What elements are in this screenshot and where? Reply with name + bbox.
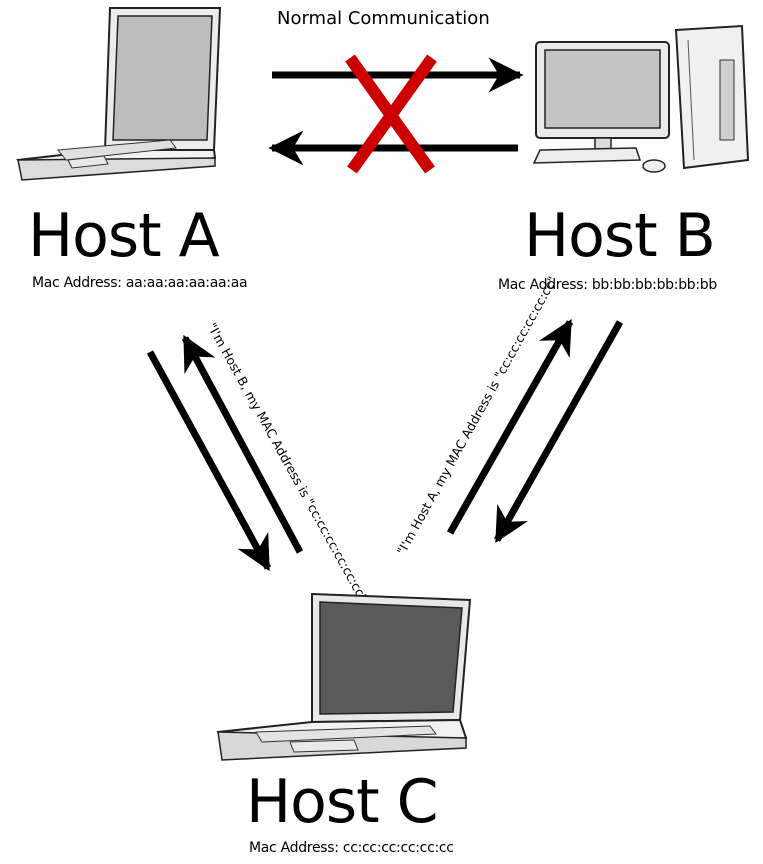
arrow-a-to-c: [146, 350, 272, 572]
arrow-c-to-a: [181, 334, 304, 554]
host-b-name: Host B: [524, 201, 716, 271]
blocked-cross-icon: [345, 54, 437, 174]
arrow-b-to-c: [493, 320, 624, 544]
host-c-mac-address: Mac Address: cc:cc:cc:cc:cc:cc: [249, 840, 454, 856]
arrow-c-to-b: [446, 318, 574, 535]
normal-communication-label: Normal Communication: [277, 8, 490, 29]
host-b-mac-address: Mac Address: bb:bb:bb:bb:bb:bb: [498, 277, 717, 293]
host-c-name: Host C: [246, 767, 439, 837]
host-b-desktop-icon: [532, 24, 750, 173]
spoof-message-to-a: "I'm Host B, my MAC Address is "cc:cc:cc…: [204, 320, 370, 604]
host-a-name: Host A: [28, 201, 220, 271]
spoof-message-to-b: "I'm Host A, my MAC Address is "cc:cc:cc…: [394, 274, 560, 558]
host-c-laptop-icon: [216, 592, 472, 761]
host-a-laptop-icon: [16, 7, 222, 181]
host-a-mac-address: Mac Address: aa:aa:aa:aa:aa:aa: [32, 275, 248, 291]
